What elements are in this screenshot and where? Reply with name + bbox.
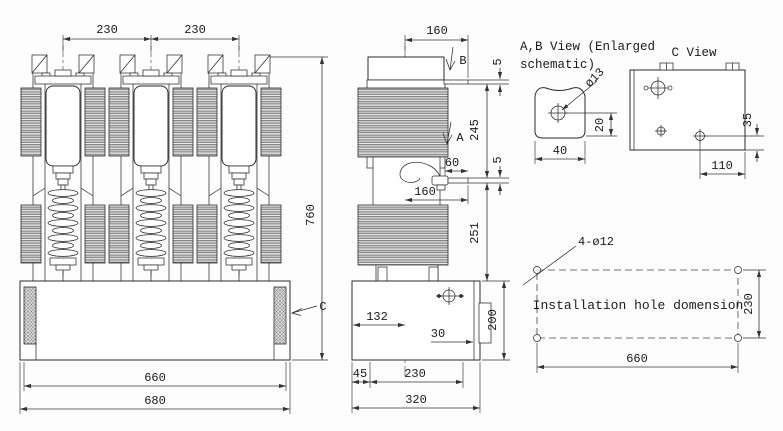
side-view: B A 160 5 245 5 60 160 251 (351, 24, 510, 413)
mount-hole (734, 266, 742, 274)
mount-hole (533, 266, 541, 274)
dim-hole-spacing: 230 (404, 367, 426, 381)
pole-right (197, 55, 281, 281)
mechanism-box (351, 280, 481, 361)
dim-box-width: 320 (405, 393, 427, 407)
ab-view-title-line1: A,B View (Enlarged (520, 40, 655, 54)
dim-foot-offset: 45 (353, 367, 367, 381)
base-hatch-left (23, 286, 37, 345)
dim-upper-height: 245 (468, 119, 482, 141)
dim-hook-offset: 60 (445, 156, 459, 170)
view-arrow-a: A (456, 131, 464, 145)
c-hole-bottom (693, 129, 707, 143)
mount-hole (533, 334, 541, 342)
dim-lower-plate-thickness: 5 (491, 156, 505, 163)
dim-top-plate-thickness: 5 (491, 58, 505, 65)
dim-total-height: 760 (304, 204, 318, 226)
c-view-title: C View (671, 46, 717, 60)
c-view: C View 35 110 (629, 46, 764, 179)
dim-handle-offset: 30 (431, 327, 445, 341)
dim-top-terminal-width: 160 (426, 24, 448, 38)
dim-pole-pitch-right: 230 (184, 23, 206, 37)
hook-detail (399, 161, 442, 183)
dim-base-outer-width: 680 (144, 394, 166, 408)
dim-plate-width: 40 (553, 144, 567, 158)
pole-left (21, 55, 105, 281)
view-arrow-b: B (459, 54, 466, 68)
installation-label: Installation hole domension (533, 298, 744, 313)
crosshair-mark (436, 287, 464, 305)
ab-view-title-line2: schematic) (520, 58, 595, 72)
base-hatch-right (273, 286, 287, 345)
mount-hole (734, 334, 742, 342)
dim-vertical-pitch: 230 (742, 293, 756, 315)
side-upper-insulator (357, 87, 449, 158)
installation-view: 4-ø12 Installation hole domension 230 66… (522, 235, 766, 373)
box-handle (478, 302, 492, 344)
section-label-c: C (319, 300, 326, 314)
dim-pole-pitch-left: 230 (96, 23, 118, 37)
dim-box-height: 200 (486, 309, 500, 331)
dim-hole-to-bottom: 35 (741, 113, 755, 127)
dim-lower-height: 251 (468, 222, 482, 244)
upper-terminal-plate (443, 79, 469, 85)
installation-outline (536, 269, 739, 339)
dim-hole-to-bottom: 20 (593, 118, 607, 132)
dim-holes-spec: 4-ø12 (578, 235, 614, 249)
base-box (19, 280, 291, 361)
c-hole-small (655, 125, 667, 137)
dim-horizontal-pitch: 660 (626, 352, 648, 366)
lower-terminal-plate (447, 177, 469, 184)
pole-middle (109, 55, 193, 281)
side-lower-insulator (357, 204, 449, 266)
dim-hole-to-edge: 110 (711, 159, 733, 173)
dim-lower-terminal-width: 160 (414, 185, 436, 199)
front-view: 230 230 760 C 660 680 (19, 23, 328, 414)
crosshair-mark (643, 77, 673, 99)
dim-box-center-offset: 132 (366, 310, 388, 324)
ab-hole (548, 103, 568, 123)
ab-view: A,B View (Enlarged schematic) ø13 20 40 (520, 40, 655, 164)
side-top-terminal (367, 56, 445, 81)
dim-base-inner-width: 660 (144, 371, 166, 385)
c-plate (629, 69, 746, 151)
